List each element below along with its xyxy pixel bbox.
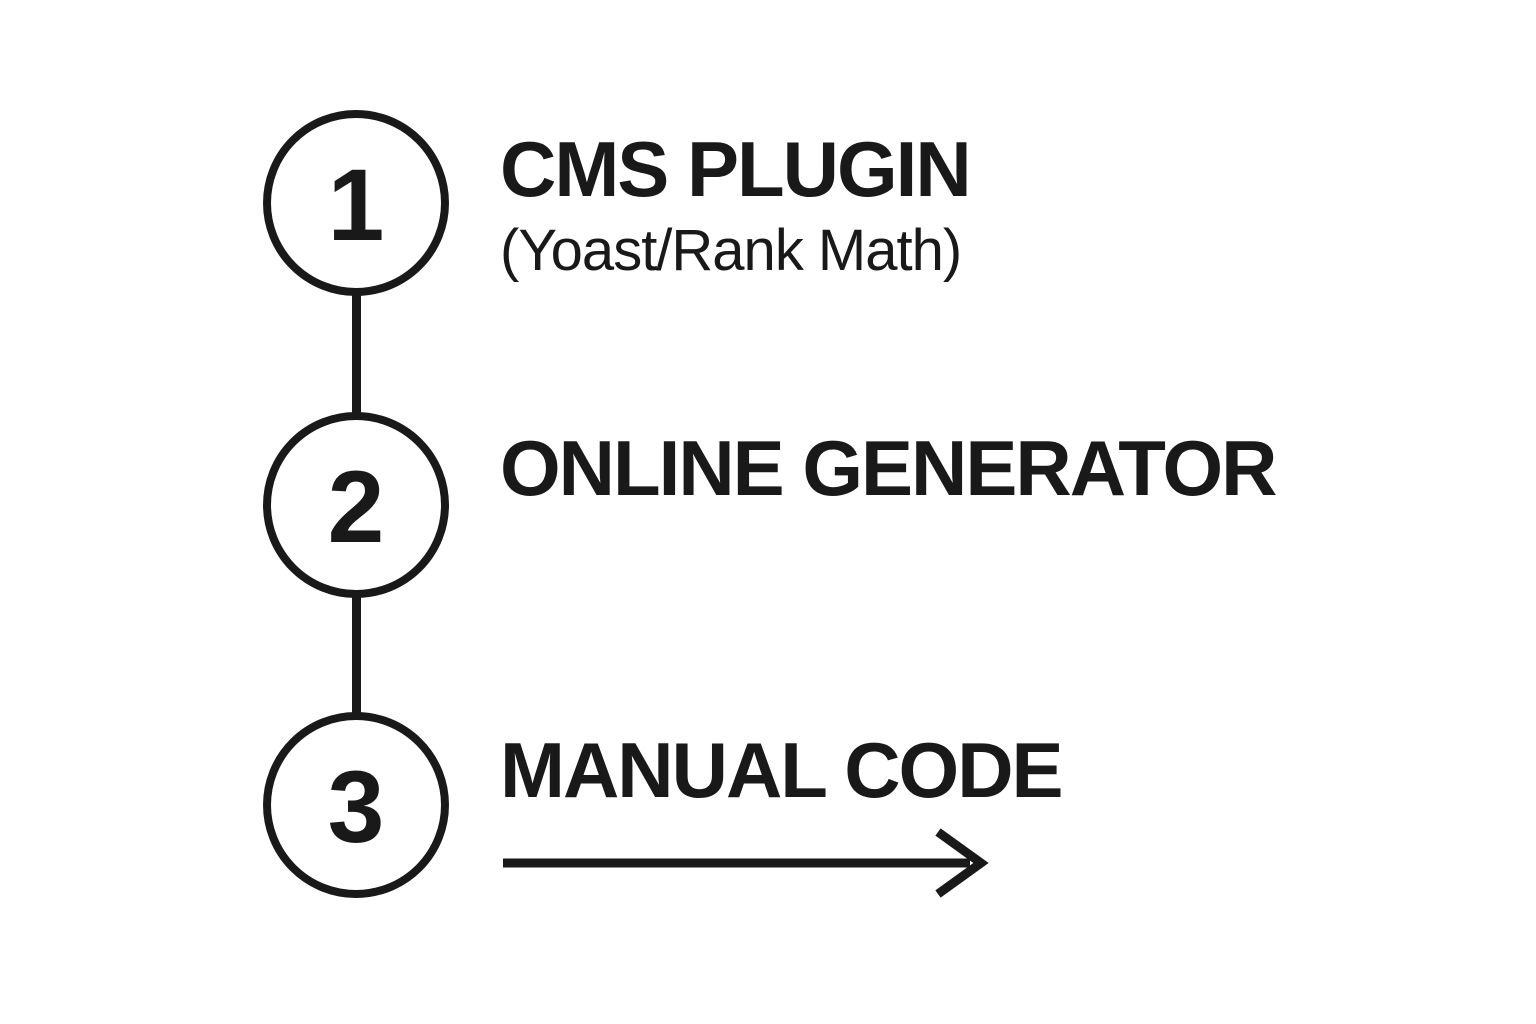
arrow-right-icon — [500, 826, 992, 900]
step-3-number: 3 — [327, 750, 385, 864]
connector-line-2 — [352, 595, 361, 715]
step-1-text: CMS PLUGIN (Yoast/Rank Math) — [500, 125, 972, 283]
step-1-subtitle: (Yoast/Rank Math) — [500, 218, 962, 283]
step-2-title: ONLINE GENERATOR — [500, 424, 1277, 512]
step-2-badge: 2 — [263, 412, 449, 598]
step-3-badge: 3 — [263, 712, 449, 898]
connector-line-1 — [352, 293, 361, 415]
step-2-number: 2 — [327, 450, 385, 564]
step-3-title: MANUAL CODE — [500, 726, 1064, 814]
step-1-number: 1 — [327, 148, 385, 262]
step-3-text: MANUAL CODE — [500, 726, 1064, 814]
step-1-badge: 1 — [263, 110, 449, 296]
step-2-text: ONLINE GENERATOR — [500, 424, 1277, 512]
step-1-title: CMS PLUGIN — [500, 125, 972, 213]
